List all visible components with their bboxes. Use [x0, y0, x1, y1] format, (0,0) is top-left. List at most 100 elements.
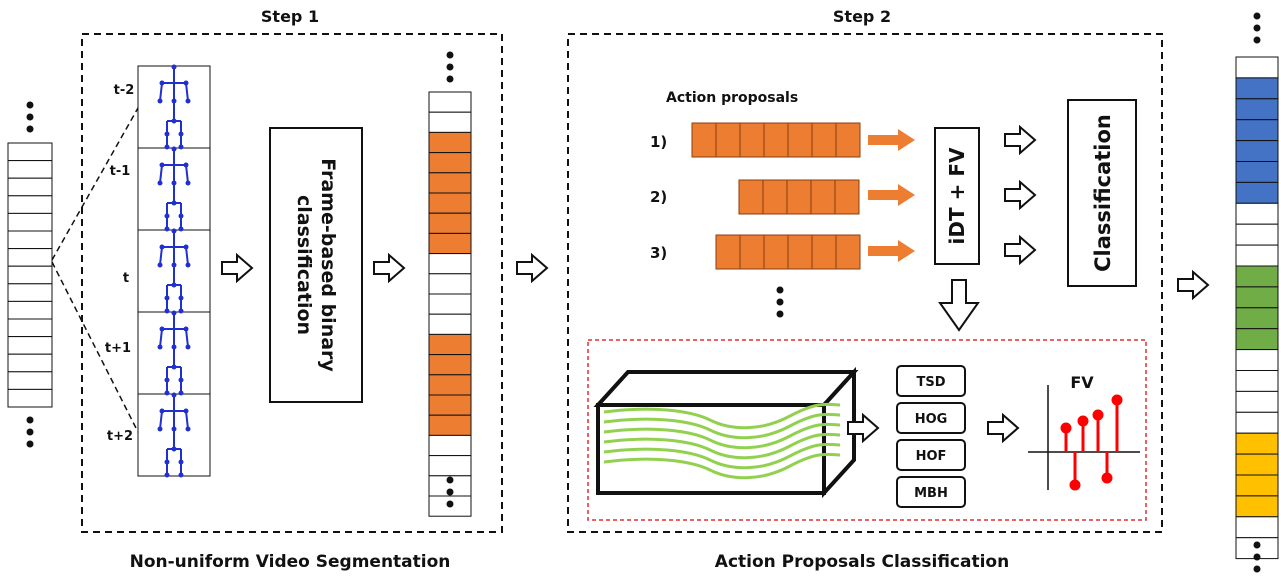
- frame-cell: [7, 353, 53, 373]
- input-continuation-top-icon: [26, 101, 34, 133]
- frame-cell: [428, 293, 472, 315]
- frame-cell: [428, 91, 472, 113]
- step2-caption: Action Proposals Classification: [715, 552, 1009, 572]
- classification-label: Classification: [1091, 114, 1115, 272]
- frame-cell: [1235, 56, 1279, 79]
- frame-cell: [428, 232, 472, 255]
- frame-cell: [428, 414, 472, 436]
- proposal-cell: [715, 122, 741, 158]
- fv-stems: [1060, 394, 1123, 491]
- frame-cell: [1235, 202, 1279, 225]
- frame-cell: [1235, 181, 1279, 204]
- descriptor-label: HOF: [916, 449, 947, 464]
- frame-cell: [7, 248, 53, 267]
- frame-cell: [428, 434, 472, 457]
- zoom-lines: [51, 107, 139, 433]
- descriptor-boxes: [896, 365, 966, 508]
- output-continuation-bottom-icon: [1253, 541, 1261, 573]
- frame-cell: [7, 283, 53, 302]
- frame-cell: [7, 371, 53, 390]
- proposal-cell: [835, 122, 861, 158]
- frame-cell: [7, 212, 53, 232]
- output-continuation-top-icon: [1253, 12, 1261, 44]
- proposals-continuation-icon: [776, 286, 784, 318]
- frame-cell: [1235, 244, 1279, 267]
- feature-extraction-detail: [587, 339, 1147, 521]
- frame-label: t-1: [110, 164, 131, 179]
- descriptor-box: [896, 439, 966, 471]
- flow-arrow-icon: [1004, 126, 1036, 154]
- frame-cell: [428, 455, 472, 477]
- video-volume-icon: [593, 366, 859, 499]
- step2-title: Step 2: [833, 7, 891, 26]
- frame-cell: [1235, 328, 1279, 351]
- frame-label: t+1: [105, 341, 131, 356]
- frame-cell: [428, 354, 472, 376]
- classifier-box: [269, 127, 363, 403]
- frame-cell: [7, 142, 53, 162]
- proposal-label: 2): [650, 188, 667, 206]
- frame-cell: [428, 253, 472, 275]
- proposal-cell: [810, 179, 836, 215]
- proposal-cell: [738, 179, 764, 215]
- frame-cell: [428, 313, 472, 335]
- idt-fv-box: [934, 127, 980, 265]
- descriptor-label: MBH: [914, 486, 948, 501]
- frame-cell: [7, 177, 53, 197]
- classification-box: [1067, 99, 1137, 287]
- descriptor-box: [896, 365, 966, 397]
- frame-cell: [1235, 161, 1279, 183]
- frame-cell: [1235, 307, 1279, 330]
- descriptor-box: [896, 402, 966, 434]
- frame-cell: [1235, 98, 1279, 121]
- proposal-label: 1): [650, 133, 667, 151]
- frame-label: t-2: [114, 83, 135, 98]
- frame-cell: [428, 192, 472, 214]
- proposal-cell: [762, 179, 788, 215]
- frame-cell: [7, 336, 53, 355]
- flow-arrow-icon: [1004, 181, 1036, 209]
- input-frame-strip: [7, 142, 53, 408]
- frame-cell: [1235, 265, 1279, 288]
- frame-cell: [7, 160, 53, 179]
- proposal-cell: [811, 122, 837, 158]
- frame-cell: [428, 111, 472, 133]
- descriptor-box: [896, 476, 966, 508]
- classifier-label-line2: classification: [293, 195, 315, 335]
- step1-frame: [81, 33, 503, 533]
- frame-cell: [1235, 411, 1279, 434]
- descriptor-label: HOG: [915, 412, 948, 427]
- frame-cell: [428, 212, 472, 234]
- input-continuation-bottom-icon: [26, 416, 34, 448]
- skeleton-frames: [137, 63, 211, 479]
- frame-cell: [7, 300, 53, 320]
- frame-cell: [428, 131, 472, 154]
- proposal-bar: [738, 179, 860, 215]
- classifier-label-line1: Frame-based binary: [317, 158, 339, 372]
- proposal-cell: [834, 179, 860, 215]
- frame-cell: [1235, 516, 1279, 539]
- proposal-cell: [787, 234, 813, 270]
- proposal-cell: [739, 234, 765, 270]
- frame-cell: [1235, 390, 1279, 413]
- frame-cell: [1235, 495, 1279, 518]
- proposal-cell: [787, 122, 813, 158]
- frame-cell: [7, 265, 53, 285]
- step2-frame: [567, 33, 1163, 533]
- fv-label: FV: [1070, 373, 1094, 392]
- frame-cell: [428, 172, 472, 194]
- trajectory-lines: [603, 402, 841, 480]
- flow-arrow-icon: [221, 254, 253, 282]
- fisher-vector-plot: [1028, 385, 1140, 491]
- proposal-cell: [763, 122, 789, 158]
- frame-cell: [428, 374, 472, 396]
- frame-cell: [7, 388, 53, 408]
- descriptor-label: TSD: [916, 375, 945, 390]
- proposal-cell: [786, 179, 812, 215]
- step1-caption: Non-uniform Video Segmentation: [130, 552, 451, 572]
- down-arrow-icon: [938, 279, 980, 332]
- frame-cell: [7, 195, 53, 214]
- flow-arrow-icon: [516, 254, 548, 282]
- frame-cell: [7, 318, 53, 338]
- frame-cell: [1235, 119, 1279, 142]
